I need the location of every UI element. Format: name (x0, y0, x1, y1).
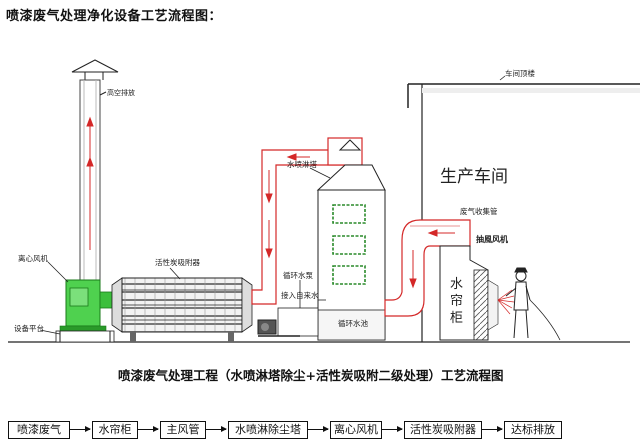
equipment-platform (55, 330, 115, 343)
equipment-platform-label: 设备平台 (14, 323, 44, 333)
circulating-pump-label: 循环水泵 (283, 270, 313, 280)
spray-mist (497, 289, 515, 315)
carbon-adsorber-label: 活性炭吸附器 (155, 257, 200, 267)
spray-tower (316, 139, 386, 341)
flow-arrow (308, 426, 329, 432)
flow-step-centrifugal-fan: 离心风机 (330, 421, 382, 439)
main-duct-arrows (265, 153, 310, 259)
flow-arrow (482, 426, 503, 432)
process-diagram: 高空排放 离心风机 设备平台 活性炭吸附器 (8, 59, 640, 343)
worker-figure (505, 267, 561, 341)
flow-step-main-duct: 主风管 (160, 421, 206, 439)
diagram-subtitle: 喷漆废气处理工程（水喷淋塔除尘+活性炭吸附二级处理）工艺流程图 (118, 368, 504, 383)
flow-step-discharge: 达标排放 (504, 421, 562, 439)
workshop-label: 生产车间 (440, 167, 508, 187)
circulating-pump (257, 307, 319, 337)
collection-duct-arrows (409, 229, 455, 289)
tap-water-label: 接入自来水 (281, 290, 319, 300)
spray-tower-label: 水喷淋塔 (287, 159, 317, 169)
water-curtain-char-3: 柜 (450, 311, 463, 326)
water-curtain-char-2: 帘 (450, 293, 463, 309)
exhaust-stack (71, 59, 119, 281)
flow-step-carbon-adsorber: 活性炭吸附器 (404, 421, 482, 439)
collection-duct-label: 废气收集管 (460, 206, 498, 216)
high-exhaust-label: 高空排放 (107, 88, 135, 97)
flow-arrow (70, 426, 91, 432)
extraction-fan-label: 抽風风机 (476, 234, 508, 244)
process-flow-chart: 喷漆废气 水帘柜 主风管 水喷淋除尘塔 离心风机 活性炭吸附器 达标排放 (0, 420, 640, 441)
flow-arrow (206, 426, 227, 432)
flow-step-spray-paint-gas: 喷漆废气 (8, 421, 70, 439)
centrifugal-fan (59, 279, 113, 332)
flow-step-spray-tower: 水喷淋除尘塔 (228, 421, 308, 439)
carbon-adsorber (111, 277, 253, 342)
main-duct (251, 137, 363, 305)
workshop-roof-label: 车间顶楼 (505, 68, 535, 78)
page-title: 喷漆废气处理净化设备工艺流程图： (6, 9, 223, 24)
circulating-tank-label: 循环水池 (338, 318, 368, 328)
water-curtain-cabinet (439, 245, 499, 341)
water-curtain-char-1: 水 (450, 277, 463, 292)
centrifugal-fan-label: 离心风机 (18, 253, 48, 263)
flow-arrow (382, 426, 403, 432)
flow-arrow (138, 426, 159, 432)
flow-step-water-curtain: 水帘柜 (92, 421, 138, 439)
